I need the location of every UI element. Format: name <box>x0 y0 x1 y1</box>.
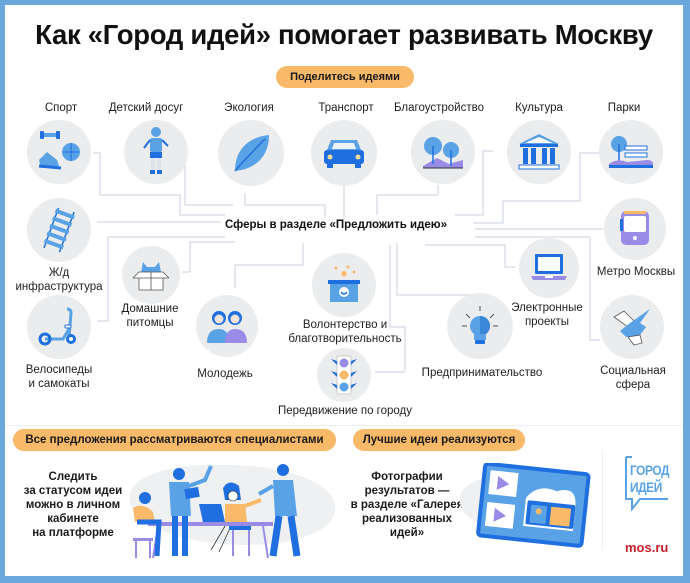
cat-in-box-icon <box>132 262 170 291</box>
label-social-line1: Социальная <box>600 365 666 377</box>
label-eprojects-line2: проекты <box>524 316 570 328</box>
center-label: Сферы в разделе «Предложить идею» <box>221 219 451 231</box>
label-metro: Метро Москвы <box>596 266 676 278</box>
label-volunteer-line2: благотворительность <box>288 333 402 345</box>
label-culture: Культура <box>515 102 563 114</box>
sphere-kids[interactable] <box>124 120 188 184</box>
label-transport: Транспорт <box>318 102 374 114</box>
sphere-youth[interactable] <box>196 295 258 357</box>
railway-tracks-icon <box>43 208 75 252</box>
label-sport: Спорт <box>44 102 78 114</box>
label-bikes-line1: Велосипеды <box>25 364 93 376</box>
label-youth: Молодежь <box>197 368 253 380</box>
label-volunteer-line1: Волонтерство и <box>302 319 388 331</box>
sphere-volunteer[interactable] <box>312 253 376 317</box>
vertical-separator <box>602 450 603 550</box>
sphere-bikes[interactable] <box>27 295 91 359</box>
best-ideas-pill: Лучшие идеи реализуются <box>353 429 525 451</box>
donation-box-icon <box>328 265 360 302</box>
sphere-culture[interactable] <box>507 120 571 184</box>
sphere-metro[interactable] <box>604 198 666 260</box>
label-eprojects-line1: Электронные <box>511 302 583 314</box>
sphere-pets[interactable] <box>122 246 180 304</box>
sphere-eprojects[interactable] <box>519 238 579 298</box>
sphere-parks[interactable] <box>599 120 663 184</box>
page-title: Как «Город идей» помогает развивать Моск… <box>35 19 653 50</box>
leaf-icon <box>234 135 269 172</box>
section-divider <box>5 425 683 426</box>
review-pill: Все предложения рассматриваются специали… <box>13 429 336 451</box>
logo-text-line2: ИДЕЙ <box>630 479 662 495</box>
label-traffic: Передвижение по городу <box>277 405 413 417</box>
scooter-icon <box>38 307 76 346</box>
child-rollerskater-icon <box>143 127 169 174</box>
traffic-light-icon <box>331 355 357 395</box>
review-line: Следить <box>48 471 98 483</box>
review-line: за статусом идеи <box>23 485 123 497</box>
review-line: кабинете <box>47 513 99 525</box>
two-people-icon <box>207 311 247 343</box>
metro-train-icon <box>620 211 649 245</box>
label-railway-line1: Ж/д <box>48 267 70 279</box>
connector-lines <box>93 150 603 373</box>
label-parks: Парки <box>607 102 641 114</box>
team-working-illustration <box>133 464 301 559</box>
label-kids: Детский досуг <box>108 102 184 114</box>
label-business: Предпринимательство <box>421 367 543 379</box>
lightbulb-icon <box>462 306 498 344</box>
sphere-business[interactable] <box>447 293 513 359</box>
label-railway-line2: инфраструктура <box>15 281 103 293</box>
car-icon <box>324 140 364 168</box>
best-description: Фотографии результатов — в разделе «Гале… <box>342 470 472 540</box>
laptop-icon <box>531 254 567 280</box>
label-social-line2: сфера <box>615 379 651 391</box>
sphere-railway[interactable] <box>27 198 91 262</box>
best-line: Фотографии <box>371 471 443 483</box>
label-ecology: Экология <box>224 102 274 114</box>
review-line: можно в личном <box>25 499 121 511</box>
sphere-ecology[interactable] <box>218 120 284 186</box>
best-line: реализованных <box>361 513 453 525</box>
best-line: идей» <box>389 527 425 539</box>
sphere-social[interactable] <box>600 295 664 359</box>
trees-icon <box>423 137 463 169</box>
infographic-card: Как «Город идей» помогает развивать Моск… <box>5 5 683 576</box>
gorod-idey-logo[interactable] <box>622 455 672 511</box>
park-bench-icon <box>609 136 653 168</box>
logo-text-line1: ГОРОД <box>630 462 670 478</box>
museum-building-icon <box>518 134 560 170</box>
best-line: в разделе «Галерея <box>350 499 464 511</box>
helping-hands-icon <box>613 309 650 346</box>
label-improvement: Благоустройство <box>394 102 484 114</box>
sphere-transport[interactable] <box>311 120 377 186</box>
review-description: Следить за статусом идеи можно в личном … <box>13 470 133 540</box>
label-bikes-line2: и самокаты <box>28 378 90 390</box>
review-line: на платформе <box>32 527 114 539</box>
sphere-improvement[interactable] <box>411 120 475 184</box>
best-line: результатов — <box>364 485 450 497</box>
label-pets-line2: питомцы <box>126 317 174 329</box>
sphere-sport[interactable] <box>27 120 91 184</box>
mosru-link[interactable]: mos.ru <box>625 540 669 555</box>
label-pets-line1: Домашние <box>121 303 179 315</box>
share-ideas-pill: Поделитесь идеями <box>276 66 414 88</box>
sport-shoe-ball-icon <box>38 131 80 170</box>
photo-gallery-illustration <box>476 463 591 548</box>
sphere-traffic[interactable] <box>317 348 371 402</box>
